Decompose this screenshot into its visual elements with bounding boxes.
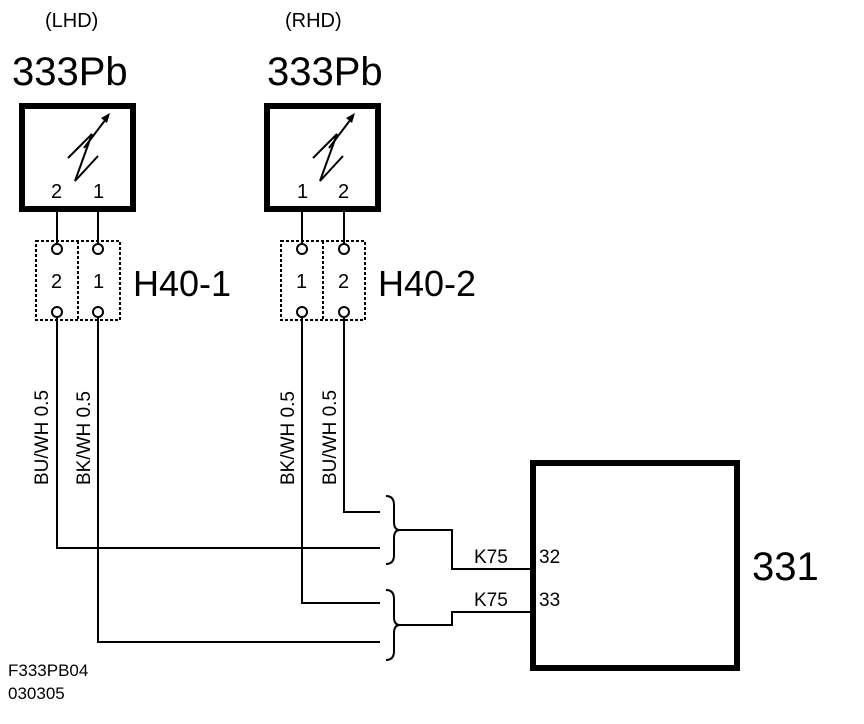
module-331-label: 331 [752,545,819,589]
lhd-sensor-symbol-icon [67,113,110,182]
rhd-sensor-symbol-icon [312,113,355,182]
rhd-component-label: 333Pb [267,50,383,94]
splice-brace-upper-icon [385,495,401,565]
module-331-box [530,460,740,671]
figure-id: F333PB04 [8,661,88,680]
terminal-32-pin: 32 [539,547,560,568]
sensor-leads [56,207,345,244]
rhd-variant-label: (RHD) [285,10,342,32]
wire-label-lhd-b: BK/WH 0.5 [74,391,95,485]
h40-2-pin-a: 1 [296,271,307,293]
terminal-33-pin: 33 [539,590,560,611]
wire-label-lhd-a: BU/WH 0.5 [32,390,53,485]
lhd-variant-label: (LHD) [45,10,98,32]
wire-label-rhd-a: BK/WH 0.5 [278,391,299,485]
lhd-sensor-pin-a: 2 [51,181,62,203]
rhd-sensor-pin-b: 2 [338,181,349,203]
date-code: 030305 [8,684,65,703]
h40-1-pin-b: 1 [93,271,104,293]
connector-h40-1 [35,240,121,321]
lhd-sensor-box [19,103,136,212]
wires [56,317,532,643]
h40-1-pin-a: 2 [51,271,62,293]
rhd-sensor-box [264,103,381,212]
rhd-sensor-pin-a: 1 [297,181,308,203]
wire-label-rhd-b: BU/WH 0.5 [320,390,341,485]
terminal-32-connector: K75 [474,547,508,568]
connector-h40-2 [280,240,366,321]
lhd-sensor-pin-b: 1 [93,181,104,203]
h40-1-label: H40-1 [133,263,231,304]
terminal-33-connector: K75 [474,590,508,611]
h40-2-label: H40-2 [378,263,476,304]
h40-2-pin-b: 2 [338,271,349,293]
lhd-component-label: 333Pb [12,50,128,94]
splice-brace-lower-icon [385,589,401,661]
